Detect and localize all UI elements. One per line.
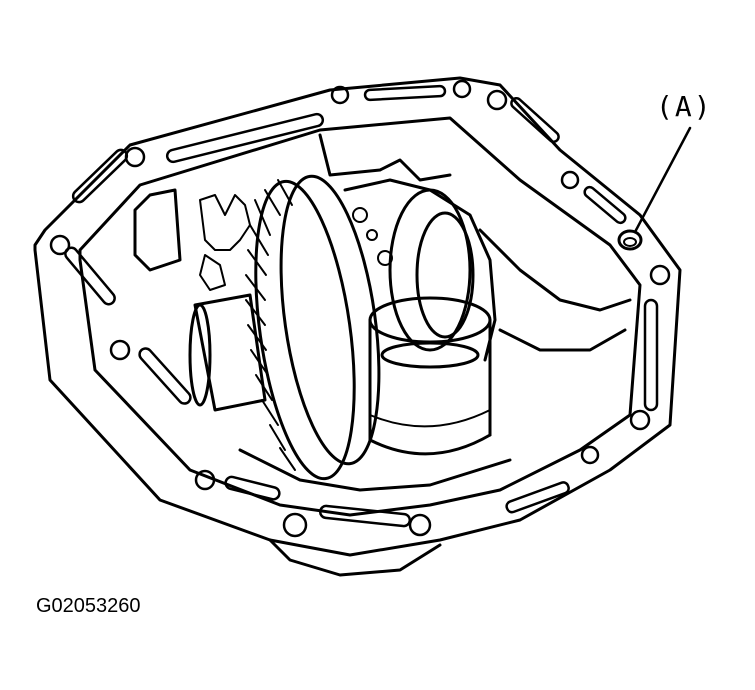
figure-id: G02053260 <box>36 595 141 617</box>
case-wall-top <box>320 135 450 180</box>
ring-gear <box>240 170 395 485</box>
bolt-holes <box>51 81 669 536</box>
case-floor <box>240 450 510 490</box>
case-wall-right-2 <box>500 330 625 350</box>
case-wall-left <box>135 190 180 270</box>
housing-lower-edge <box>270 540 440 575</box>
case-wall-right <box>480 230 630 310</box>
pinion-gear <box>200 195 250 290</box>
callout-leader-line <box>635 128 690 232</box>
carrier-housing <box>345 180 495 360</box>
gasket-flange-outer <box>35 78 680 555</box>
gasket-flange-inner <box>80 118 640 515</box>
flange-slots <box>63 86 657 527</box>
callout-target-o-ring <box>619 231 641 249</box>
callout-label-a: (A) <box>656 90 713 123</box>
side-bearing-cylinder <box>370 298 490 454</box>
